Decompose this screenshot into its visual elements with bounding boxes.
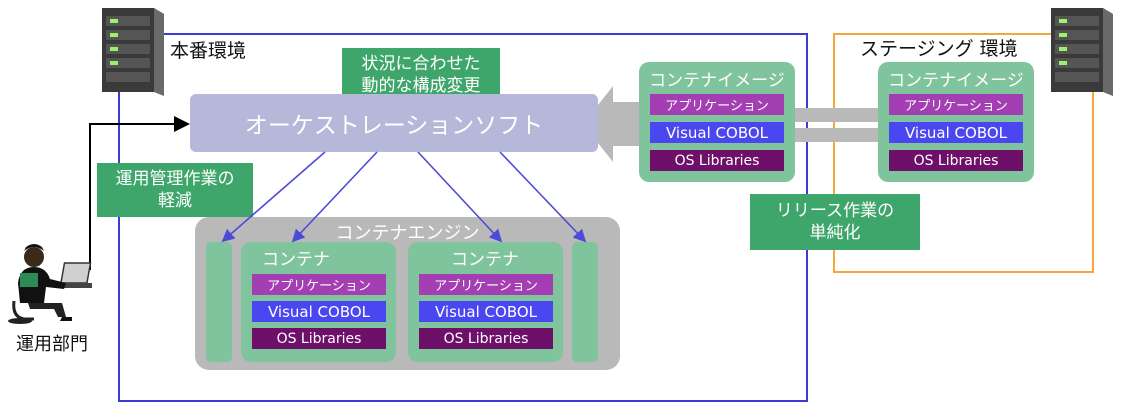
prod-image-app: アプリケーション	[650, 94, 784, 115]
operator-person-icon	[8, 244, 92, 324]
container-engine-title: コンテナエンジン	[335, 223, 480, 244]
engine-slot-right	[572, 242, 598, 362]
container-2-title: コンテナ	[451, 250, 519, 270]
arrow-to-container-1	[291, 151, 378, 243]
container-2-libraries: OS Libraries	[419, 328, 553, 349]
production-server-icon	[102, 8, 164, 96]
arrow-to-container-2	[417, 151, 503, 243]
engine-slot-left	[206, 242, 232, 362]
staging-frame	[833, 33, 1094, 273]
dynamic-config-line2: 動的な構成変更	[361, 76, 481, 96]
arrow-to-slot-right	[499, 151, 587, 243]
staging-image-libraries: OS Libraries	[889, 150, 1023, 171]
release-simplify-line2: 単純化	[809, 223, 861, 243]
operator-arrow	[89, 116, 190, 270]
production-label: 本番環境	[170, 40, 247, 62]
dynamic-config-note: 状況に合わせた 動的な構成変更	[342, 48, 500, 102]
ops-reduction-line1: 運用管理作業の	[115, 169, 235, 189]
release-simplify-note: リリース作業の 単純化	[750, 194, 920, 250]
staging-container-image-title: コンテナイメージ	[888, 71, 1024, 91]
container-2-app: アプリケーション	[419, 274, 553, 295]
container-1-libraries: OS Libraries	[252, 328, 386, 349]
deploy-arrow-icon	[583, 86, 643, 162]
container-1-title: コンテナ	[262, 250, 330, 270]
arrow-to-slot-left	[221, 151, 326, 243]
image-connector-top	[795, 108, 879, 122]
container-1-cobol: Visual COBOL	[252, 301, 386, 322]
staging-image-cobol: Visual COBOL	[889, 122, 1023, 143]
prod-container-image-title: コンテナイメージ	[649, 71, 785, 91]
staging-label: ステージング 環境	[860, 38, 1018, 60]
ops-reduction-note: 運用管理作業の 軽減	[97, 163, 253, 217]
prod-image-cobol: Visual COBOL	[650, 122, 784, 143]
staging-server-icon	[1051, 8, 1113, 96]
ops-reduction-line2: 軽減	[158, 191, 192, 211]
orchestration-software: オーケストレーションソフト	[190, 94, 598, 152]
staging-image-app: アプリケーション	[889, 94, 1023, 115]
image-connector-bottom	[795, 128, 879, 142]
prod-image-libraries: OS Libraries	[650, 150, 784, 171]
release-simplify-line1: リリース作業の	[775, 201, 895, 221]
container-2-cobol: Visual COBOL	[419, 301, 553, 322]
dynamic-config-line1: 状況に合わせた	[361, 54, 481, 74]
operator-label: 運用部門	[16, 334, 88, 355]
container-1-app: アプリケーション	[252, 274, 386, 295]
